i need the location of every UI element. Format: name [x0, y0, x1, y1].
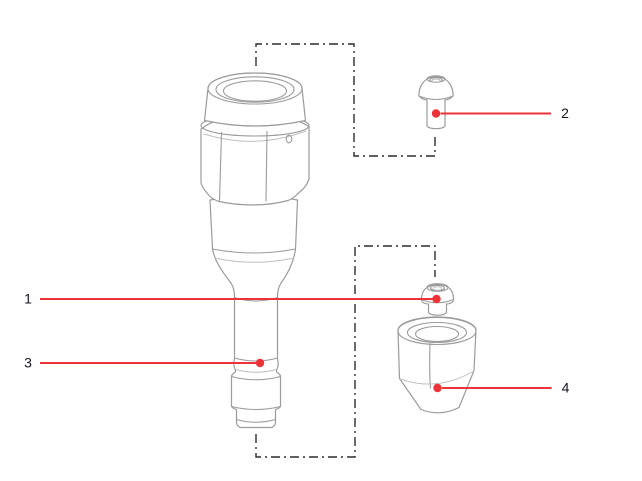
nozzle-inner-rim	[406, 321, 468, 344]
callout-2-dot	[431, 109, 441, 118]
shaft-groove-ring	[233, 357, 279, 362]
socket-head-screw-drawing	[418, 75, 454, 130]
vent-nut-top-rim	[426, 283, 449, 292]
callout-4-label: 4	[562, 380, 570, 396]
vent-nut-socket-inner	[432, 286, 443, 291]
valve-body-silhouette	[209, 195, 299, 429]
hex-pin-hole	[285, 134, 293, 144]
callout-4-dot	[433, 383, 442, 393]
callout-3-dot	[255, 358, 265, 368]
collar-top-ring	[230, 375, 282, 381]
nozzle-silhouette	[397, 316, 477, 414]
hex-facet-left	[218, 131, 223, 202]
nozzle-top-rim	[397, 316, 477, 346]
callout-4: 4	[433, 380, 570, 396]
hex-collar	[200, 112, 310, 206]
callout-3: 3	[24, 355, 265, 371]
collar-upper-ring	[235, 369, 277, 373]
body-ring-upper-inner	[216, 258, 292, 263]
nozzle-hex-facet	[429, 342, 432, 389]
screw-silhouette	[418, 76, 454, 130]
nozzle-cone-ring	[399, 371, 474, 385]
callout-2-label: 2	[561, 105, 569, 121]
collar-bottom-ring	[230, 405, 282, 411]
cap-inner-rim	[222, 80, 288, 102]
callout-1-label: 1	[24, 291, 32, 307]
phantom-line-top	[255, 43, 436, 157]
top-cap	[203, 72, 307, 127]
callout-3-label: 3	[24, 355, 32, 371]
callout-1-dot	[432, 294, 441, 304]
screw-head-base-ring	[418, 95, 454, 101]
valve-body-drawing	[200, 72, 310, 429]
hex-chamfer-line	[203, 130, 307, 142]
nozzle-holder-drawing	[397, 316, 477, 414]
cap-middle-rim	[215, 76, 295, 103]
hex-facet-right	[265, 130, 268, 202]
cap-outer-rim	[207, 72, 303, 105]
hex-collar-silhouette	[200, 112, 310, 206]
nozzle-bore	[414, 325, 460, 343]
phantom-line-bottom	[255, 245, 436, 458]
callout-2: 2	[431, 105, 569, 121]
body-ring-upper	[211, 248, 297, 254]
screw-socket-inner	[431, 78, 441, 83]
tip-ring	[235, 418, 277, 423]
callout-1: 1	[24, 291, 441, 307]
